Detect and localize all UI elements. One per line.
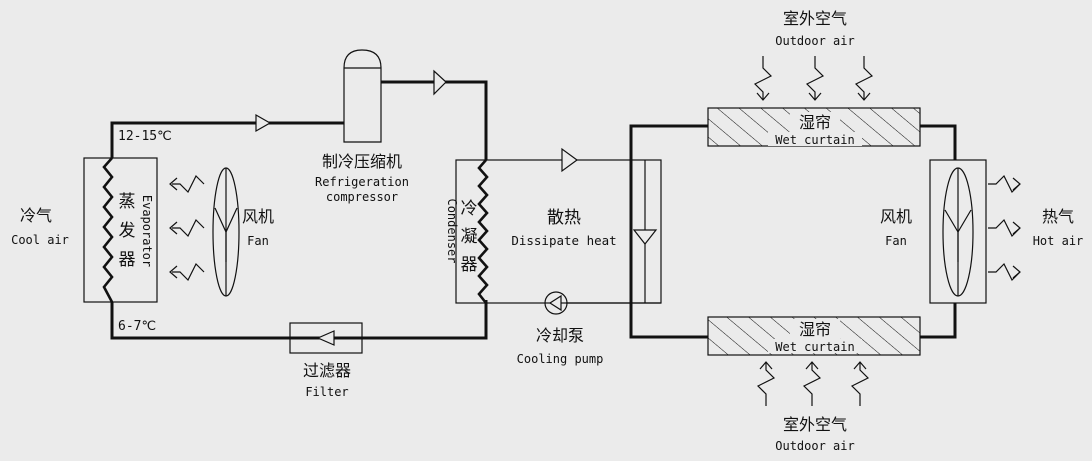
flow-arrow-down <box>632 160 658 303</box>
cool-air-arrows <box>169 174 205 282</box>
outdoor-air-bottom-label-cn: 室外空气 <box>783 415 847 434</box>
pipe-water-top <box>629 124 708 303</box>
flow-arrow-top-left <box>255 113 272 133</box>
filter-label-cn: 过滤器 <box>303 361 351 380</box>
temp-high-label: 12-15℃ <box>118 129 172 144</box>
outdoor-air-top-label-cn: 室外空气 <box>783 9 847 28</box>
evaporator-label-cn-3: 器 <box>119 250 136 270</box>
evaporator-coil <box>102 157 114 303</box>
hot-air-arrows <box>988 174 1021 282</box>
dissipate-heat-label-en: Dissipate heat <box>511 233 616 248</box>
wet-curtain-bottom-label-cn: 湿帘 <box>799 320 831 339</box>
right-fan <box>929 159 987 304</box>
cool-air-arrow <box>169 218 205 238</box>
temp-low-label: 6-7℃ <box>118 319 156 334</box>
condenser-label-cn-2: 凝 <box>461 227 478 247</box>
water-loop <box>566 124 957 339</box>
filter <box>289 322 363 354</box>
flow-arrow-top-right <box>433 69 447 96</box>
evaporator-label-cn-2: 发 <box>119 221 136 241</box>
left-fan <box>212 167 240 297</box>
pipe-compressor-to-condenser <box>381 80 488 160</box>
outdoor-air-arrow <box>802 361 822 406</box>
hot-air-arrow <box>988 218 1021 238</box>
outdoor-air-arrow <box>753 56 773 101</box>
pipe-condenser-to-filter <box>110 300 488 340</box>
cool-air-arrow <box>169 262 205 282</box>
pipe-curtain-to-fan-bottom <box>920 303 957 339</box>
cooling-pump <box>544 291 568 315</box>
evaporator-label-cn-1: 蒸 <box>119 192 136 212</box>
flow-arrow-condenser <box>561 147 579 173</box>
cooling-pump-label-cn: 冷却泵 <box>536 326 584 345</box>
hot-air-label-en: Hot air <box>1033 234 1084 248</box>
right-fan-label-cn: 风机 <box>880 207 912 226</box>
left-fan-label-en: Fan <box>247 234 269 248</box>
condenser-label-cn-1: 冷 <box>461 199 478 219</box>
wet-curtain-top <box>707 107 921 147</box>
hot-air-label-cn: 热气 <box>1042 207 1074 226</box>
hot-air-arrow <box>988 174 1021 194</box>
compressor-label-cn: 制冷压缩机 <box>322 152 402 171</box>
wet-curtain-top-label-en: Wet curtain <box>775 133 854 147</box>
outdoor-air-arrow <box>756 361 776 406</box>
cool-air-label-cn: 冷气 <box>20 206 52 225</box>
outdoor-air-arrow <box>805 56 825 101</box>
pipe-water-bottom <box>629 303 708 339</box>
refrigerant-loop <box>110 80 488 340</box>
left-fan-label-cn: 风机 <box>242 207 274 226</box>
wet-curtain-bottom-label-en: Wet curtain <box>775 340 854 354</box>
filter-label-en: Filter <box>305 385 348 399</box>
compressor <box>343 49 382 143</box>
dissipate-heat-label-cn: 散热 <box>547 208 581 228</box>
evaporator <box>83 157 158 303</box>
outdoor-air-arrow <box>850 361 870 406</box>
outdoor-air-top-label-en: Outdoor air <box>775 34 854 48</box>
pipe-curtain-to-fan-top <box>920 124 957 160</box>
outdoor-air-arrow <box>854 56 874 101</box>
outdoor-air-arrows-bottom <box>756 361 870 406</box>
hot-air-arrow <box>988 262 1021 282</box>
condenser-coil <box>477 159 489 304</box>
wet-curtain-top-label-cn: 湿帘 <box>799 113 831 132</box>
wet-curtain-bottom <box>707 316 921 356</box>
compressor-label-en1: Refrigeration <box>315 175 409 189</box>
cool-air-label-en: Cool air <box>11 233 69 247</box>
evaporator-label-en: Evaporator <box>140 195 154 267</box>
cooling-pump-label-en: Cooling pump <box>517 352 604 366</box>
outdoor-air-arrows-top <box>753 56 874 101</box>
cool-air-arrow <box>169 174 205 194</box>
condenser-label-cn-3: 器 <box>461 255 478 275</box>
right-fan-label-en: Fan <box>885 234 907 248</box>
outdoor-air-bottom-label-en: Outdoor air <box>775 439 854 453</box>
compressor-label-en2: compressor <box>326 190 398 204</box>
condenser-label-en: Condenser <box>445 198 459 263</box>
